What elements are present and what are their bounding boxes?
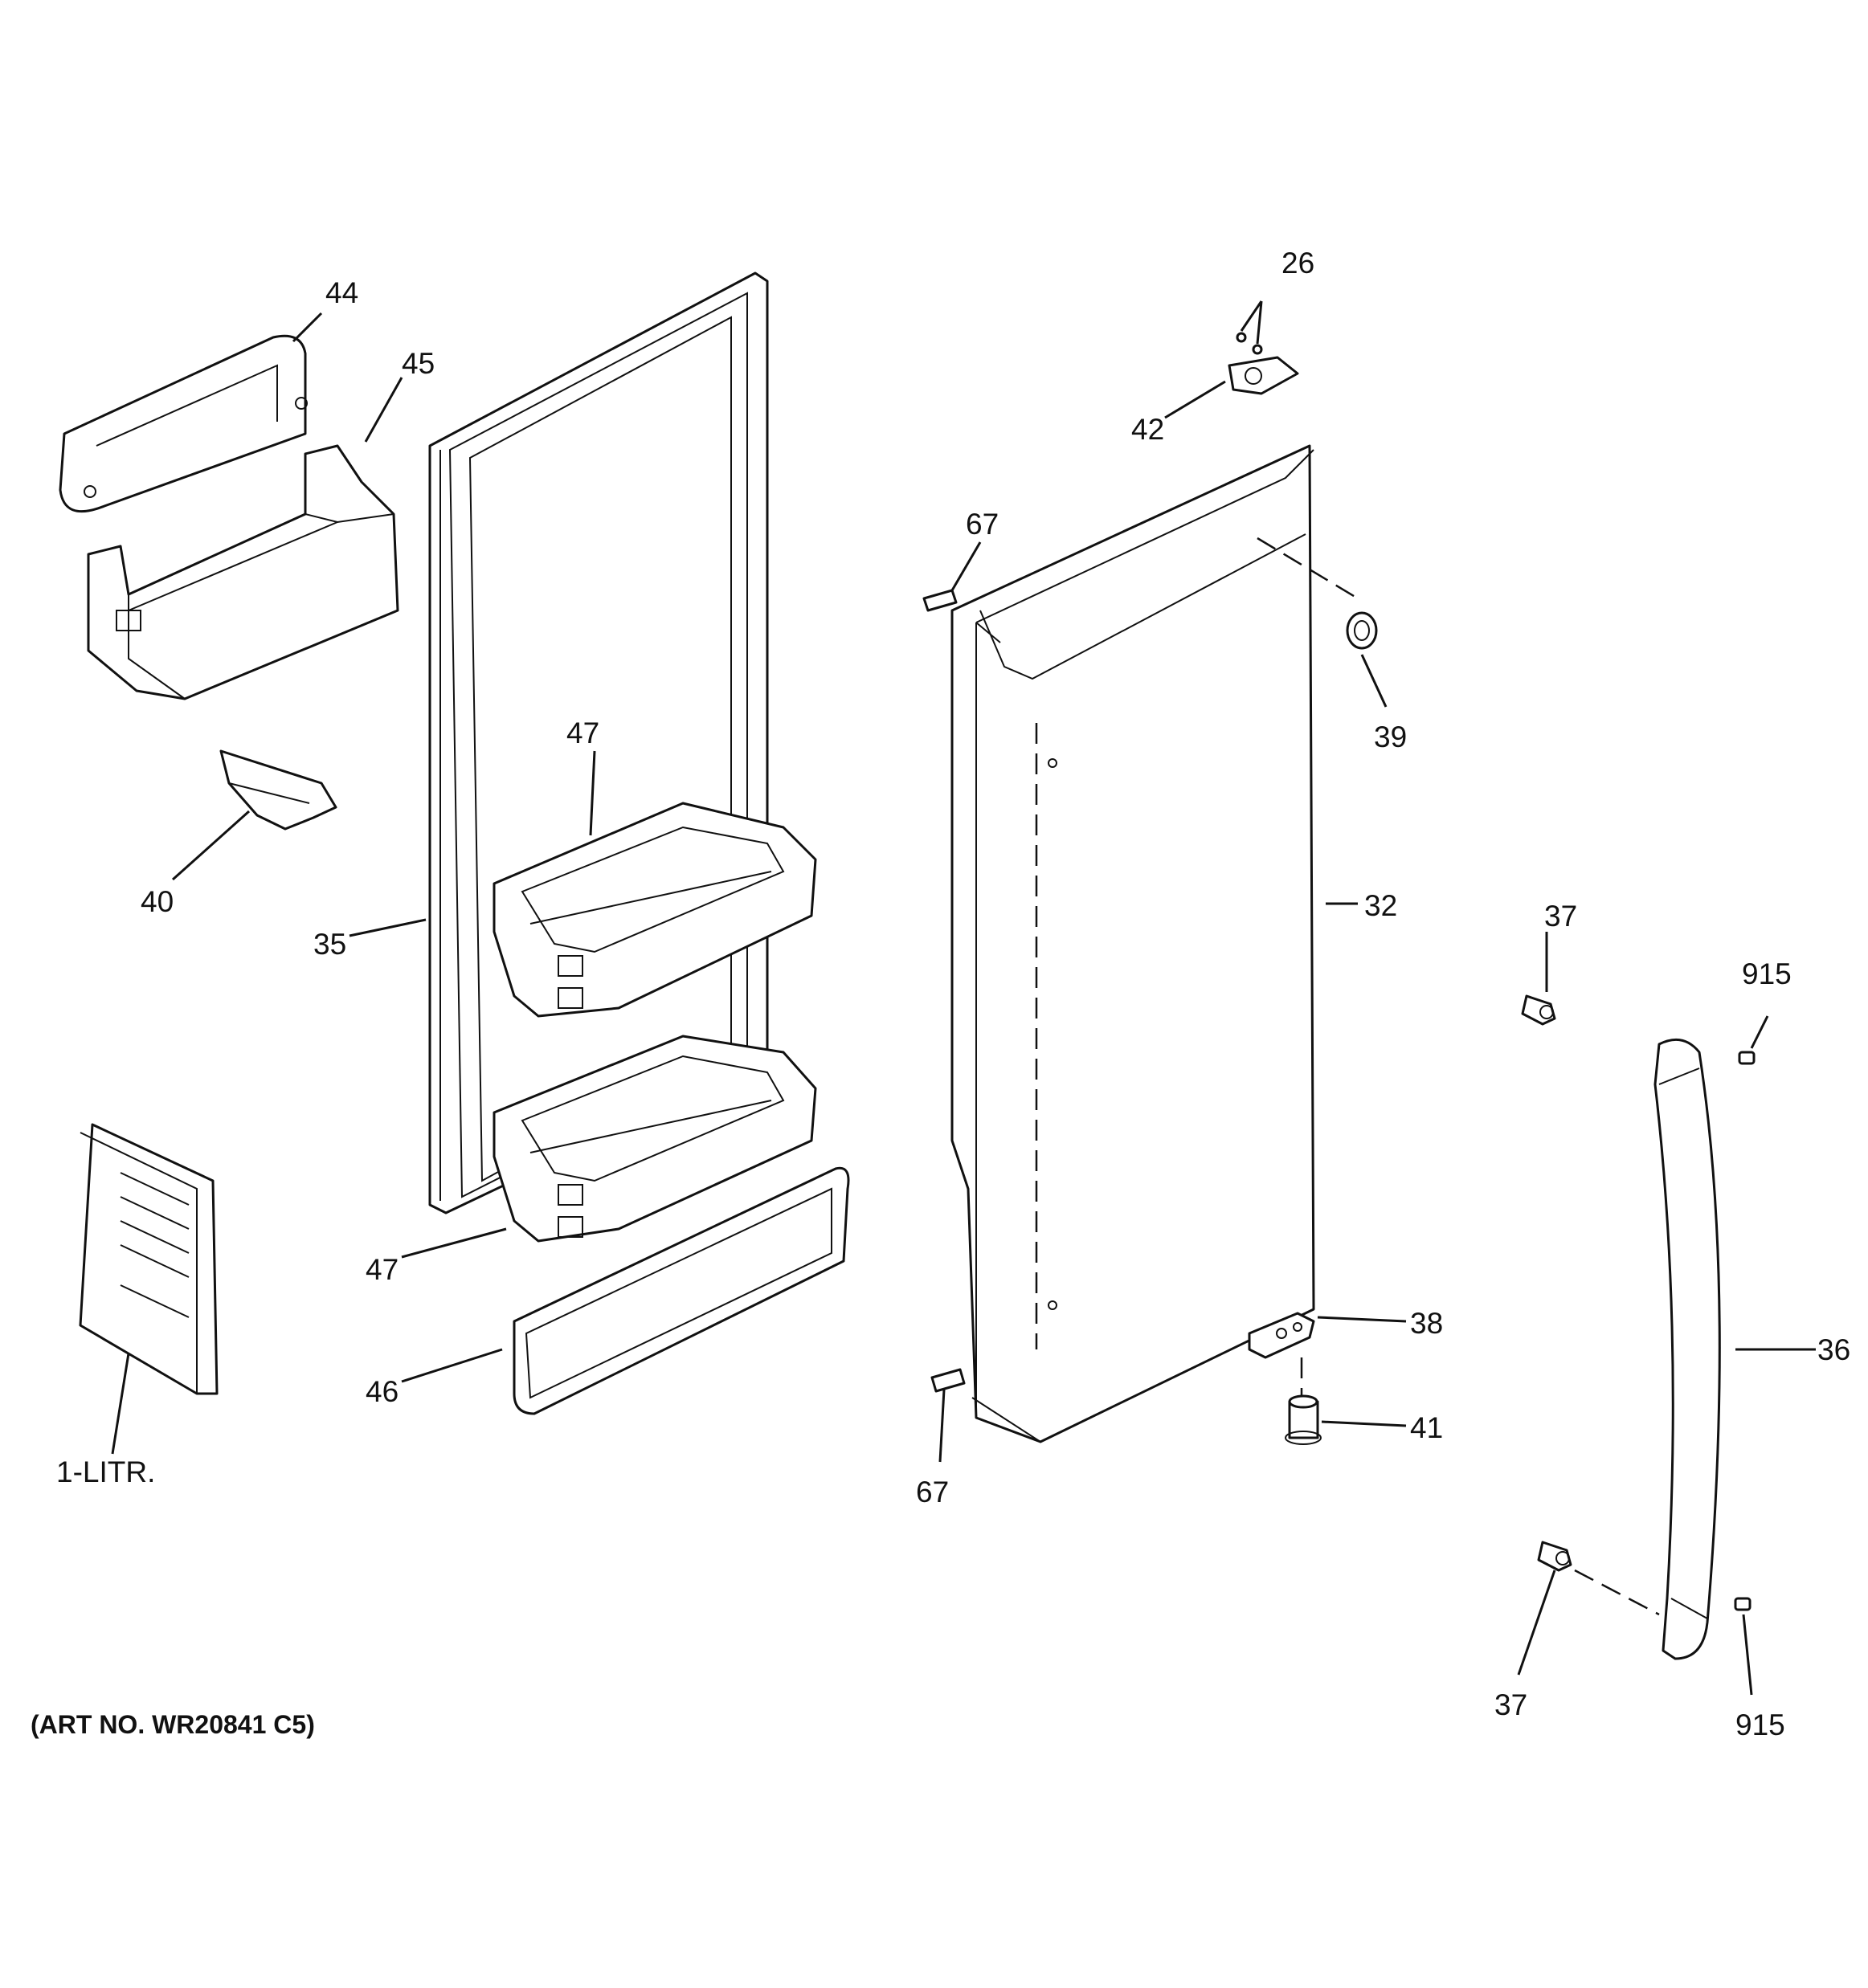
part-26-screws <box>1236 332 1263 355</box>
callout-41: 41 <box>1410 1411 1443 1444</box>
callout-915-lower: 915 <box>1735 1708 1785 1741</box>
callout-67-upper: 67 <box>966 508 999 541</box>
callout-37-upper: 37 <box>1544 900 1577 933</box>
part-915-lower-set-screw <box>1734 1597 1752 1611</box>
callout-36: 36 <box>1817 1333 1850 1366</box>
callout-40: 40 <box>141 885 174 918</box>
part-41-bushing <box>1285 1394 1322 1445</box>
part-36-handle <box>1574 1038 1721 1660</box>
callout-42: 42 <box>1131 413 1164 446</box>
callout-39: 39 <box>1374 720 1407 753</box>
part-42-hinge <box>1228 356 1299 395</box>
part-32-door <box>950 444 1359 1443</box>
callout-35: 35 <box>313 928 346 961</box>
part-38-hinge-bracket <box>1248 1312 1315 1414</box>
callout-46: 46 <box>366 1375 399 1408</box>
art-number: (ART NO. WR20841 C5) <box>31 1710 315 1739</box>
part-46-wire-rack <box>513 1166 850 1415</box>
part-39-plug <box>1346 611 1378 650</box>
part-37-lower-screw <box>1537 1541 1572 1572</box>
callout-38: 38 <box>1410 1307 1443 1340</box>
part-40-clip <box>219 749 337 831</box>
callout-67-lower: 67 <box>916 1476 949 1508</box>
part-915-upper-set-screw <box>1738 1051 1756 1065</box>
part-37-upper-screw <box>1521 994 1556 1026</box>
callout-1-litr: 1-LITR. <box>56 1455 155 1488</box>
callout-47-upper: 47 <box>566 716 599 749</box>
callout-47-lower: 47 <box>366 1253 399 1286</box>
leader-lines <box>111 300 1816 1696</box>
part-44-bin-cover <box>59 334 308 513</box>
part-47-upper-bin <box>493 802 817 1018</box>
callout-44: 44 <box>325 276 358 309</box>
callout-45: 45 <box>402 347 435 380</box>
part-47-lower-bin <box>493 1035 817 1243</box>
callout-26: 26 <box>1281 247 1314 280</box>
callout-32: 32 <box>1364 889 1397 922</box>
callout-37-lower: 37 <box>1494 1688 1527 1721</box>
callout-915-upper: 915 <box>1742 957 1792 990</box>
part-1-litr-booklet <box>79 1123 219 1395</box>
part-67-lower-stop <box>930 1368 966 1393</box>
part-67-upper-stop <box>922 589 958 612</box>
part-45-door-bin <box>87 444 399 700</box>
